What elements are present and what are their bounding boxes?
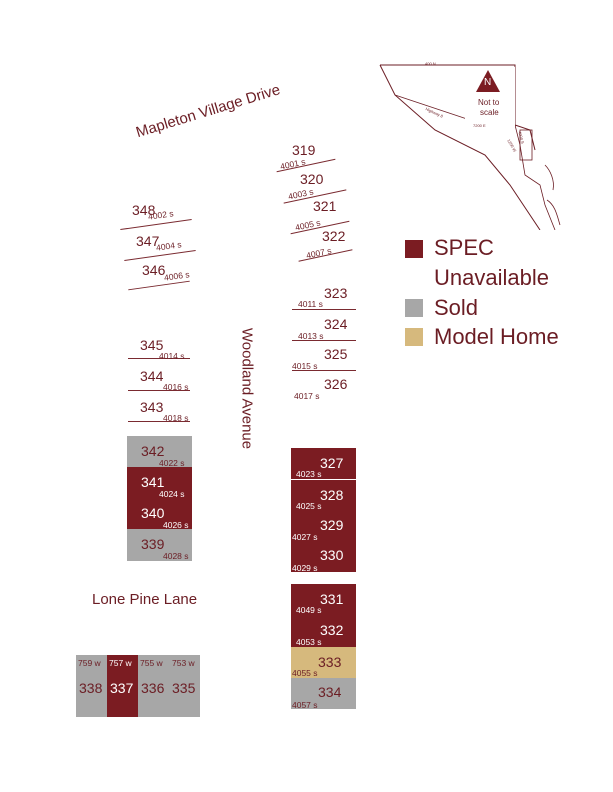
north-letter: N	[484, 77, 492, 88]
lot-342-address: 4022 s	[159, 458, 185, 468]
lot-329-address: 4027 s	[292, 532, 318, 542]
lot-348-number: 348	[132, 202, 156, 218]
lot-342-block[interactable]	[127, 436, 192, 467]
scale-note-1: Not to	[478, 98, 500, 107]
inset-road-7200e: 7200 E	[473, 123, 486, 128]
lot-327-address: 4023 s	[296, 469, 322, 479]
lot-331-block[interactable]	[291, 584, 356, 615]
legend-model-swatch	[405, 328, 423, 346]
lot-320-number: 320	[300, 171, 324, 187]
lot-338-address: 759 w	[78, 658, 101, 668]
lot-339-address: 4028 s	[163, 551, 189, 561]
lot-344-number: 344	[140, 368, 164, 384]
lot-324-address: 4013 s	[298, 331, 324, 341]
lot-328-number: 328	[320, 487, 344, 503]
lot-336-number: 336	[141, 680, 165, 696]
lot-337-address: 757 w	[109, 658, 132, 668]
legend-spec-label: SPEC	[434, 235, 494, 260]
lot-330-block[interactable]	[291, 541, 356, 572]
lot-335-number: 335	[172, 680, 196, 696]
lot-326-address: 4017 s	[294, 391, 320, 401]
lot-327-block[interactable]	[291, 448, 356, 479]
lot-341-block[interactable]	[127, 467, 192, 498]
street-label-mapleton: Mapleton Village Drive	[134, 81, 283, 142]
lot-329-block[interactable]	[291, 511, 356, 541]
lot-340-address: 4026 s	[163, 520, 189, 530]
lot-341-number: 341	[141, 474, 165, 490]
legend-model-label: Model Home	[434, 324, 559, 349]
inset-map: N Not to scale 400 N Highway 8 7200 E 12…	[375, 55, 565, 231]
lot-338-block[interactable]	[76, 655, 107, 717]
lot-347-number: 347	[136, 233, 160, 249]
lot-330-address: 4029 s	[292, 563, 318, 573]
legend-sold-label: Sold	[434, 295, 479, 320]
lot-323-number: 323	[324, 285, 348, 301]
lot-333-address: 4055 s	[292, 668, 318, 678]
lot-333-block[interactable]	[291, 647, 356, 678]
lot-330-number: 330	[320, 547, 344, 563]
lot-339-block[interactable]	[127, 529, 192, 561]
lot-328-block[interactable]	[291, 480, 356, 511]
lot-332-address: 4053 s	[296, 637, 322, 647]
lot-335-block[interactable]	[169, 655, 200, 717]
street-label-lone-pine: Lone Pine Lane	[92, 591, 198, 608]
lot-345-address: 4014 s	[159, 351, 185, 361]
lot-345-number: 345	[140, 337, 164, 353]
lot-326-number: 326	[324, 376, 348, 392]
lot-332-number: 332	[320, 622, 344, 638]
lot-342-number: 342	[141, 443, 165, 459]
lot-327-number: 327	[320, 455, 344, 471]
inset-road-400n: 400 N	[425, 61, 436, 66]
lot-331-address: 4049 s	[296, 605, 322, 615]
lot-323-address: 4011 s	[298, 299, 323, 309]
lot-343-address: 4018 s	[163, 413, 189, 423]
lot-340-number: 340	[141, 505, 165, 521]
lot-344-address: 4016 s	[163, 382, 189, 392]
lot-319-address: 4001 s	[279, 156, 307, 172]
lot-329-number: 329	[320, 517, 344, 533]
lot-339-number: 339	[141, 536, 165, 552]
lot-336-address: 755 w	[140, 658, 163, 668]
lot-335-address: 753 w	[172, 658, 195, 668]
lot-340-block[interactable]	[127, 498, 192, 529]
lot-336-block[interactable]	[138, 655, 169, 717]
lot-322-number: 322	[322, 228, 346, 244]
lot-334-address: 4057 s	[292, 700, 318, 710]
scale-note-2: scale	[480, 108, 499, 117]
lot-321-number: 321	[313, 198, 337, 214]
lot-333-number: 333	[318, 654, 342, 670]
lot-325-address: 4015 s	[292, 361, 318, 371]
lot-324-number: 324	[324, 316, 348, 332]
lot-348-address: 4002 s	[147, 208, 175, 222]
lot-322-address: 4007 s	[305, 245, 333, 261]
legend-unavailable-label: Unavailable	[434, 265, 549, 290]
legend-sold-swatch	[405, 299, 423, 317]
lot-347-address: 4004 s	[155, 239, 183, 253]
lot-337-number: 337	[110, 680, 134, 696]
north-arrow-icon: N Not to scale	[465, 67, 515, 127]
lot-343-number: 343	[140, 399, 164, 415]
lot-338-number: 338	[79, 680, 103, 696]
lot-341-address: 4024 s	[159, 489, 185, 499]
lot-328-address: 4025 s	[296, 501, 322, 511]
lot-334-number: 334	[318, 684, 342, 700]
lot-319-number: 319	[292, 142, 316, 158]
lot-334-block[interactable]	[291, 678, 356, 709]
lot-332-block[interactable]	[291, 615, 356, 647]
street-label-woodland: Woodland Avenue	[238, 327, 256, 450]
lot-337-block[interactable]	[107, 655, 138, 717]
legend-spec-swatch	[405, 240, 423, 258]
lot-325-number: 325	[324, 346, 348, 362]
lot-346-number: 346	[142, 262, 166, 278]
lot-331-number: 331	[320, 591, 344, 607]
